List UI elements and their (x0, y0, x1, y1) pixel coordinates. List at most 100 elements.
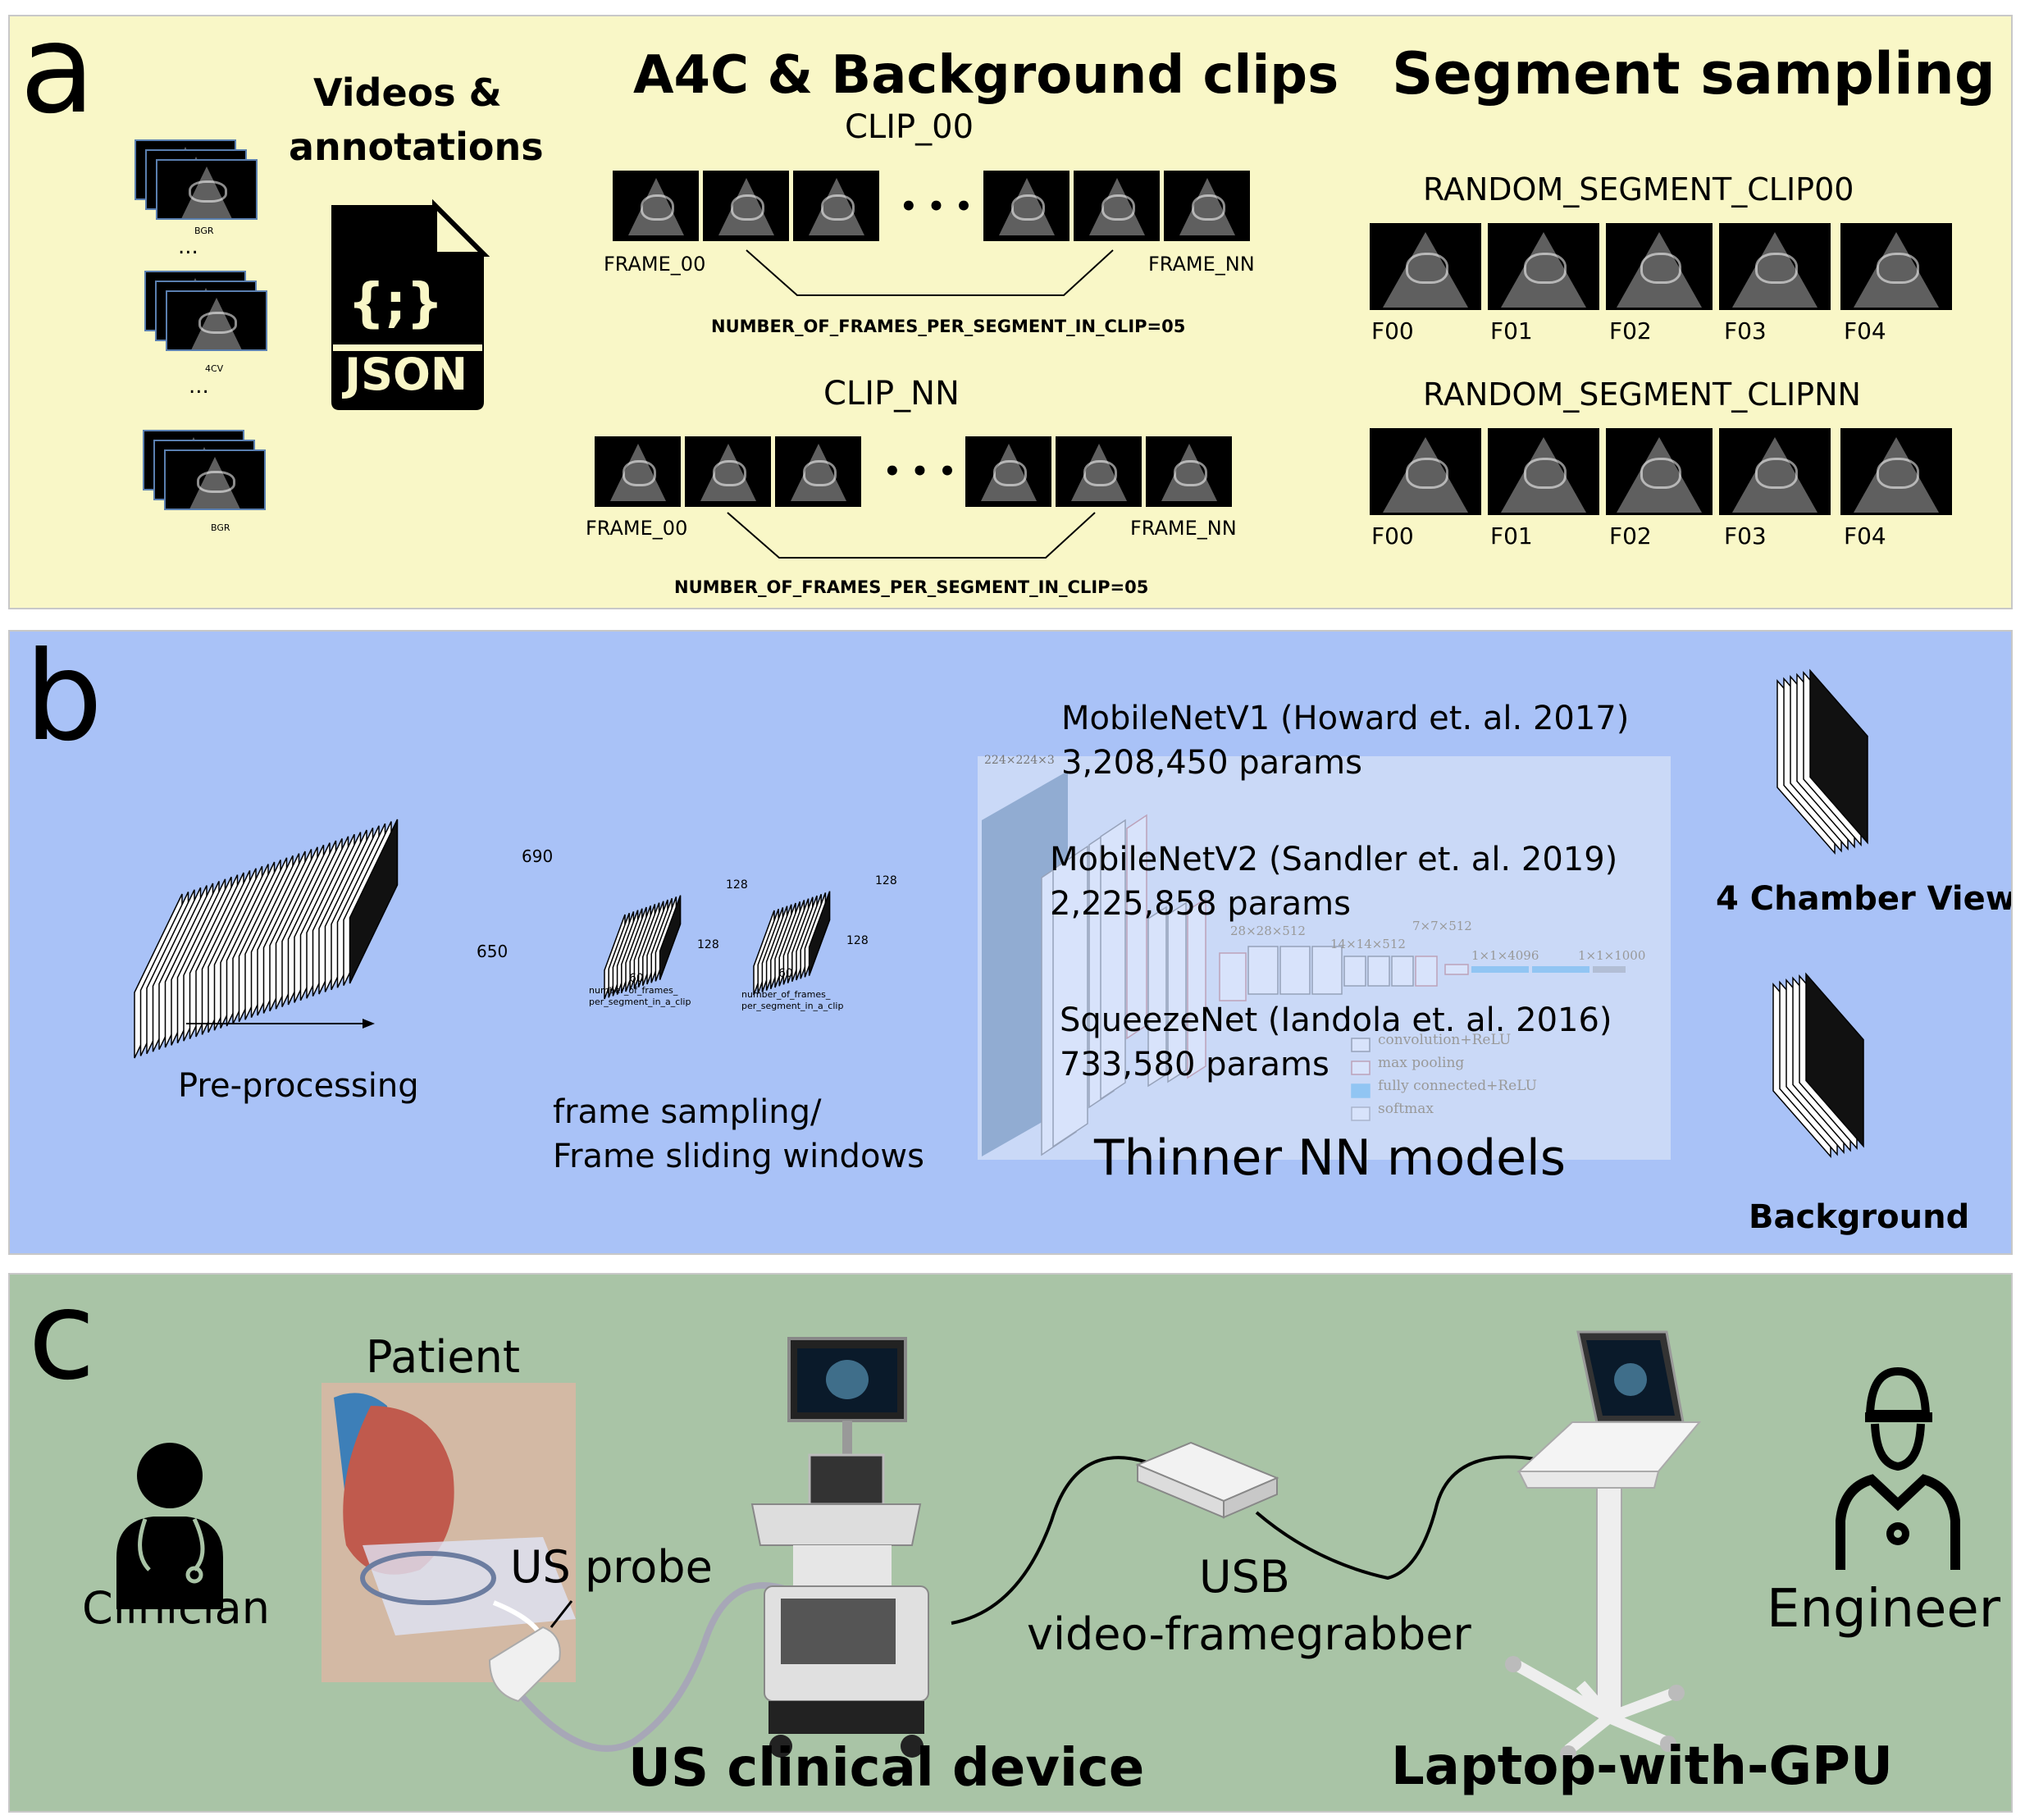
stack-ellipsis-2: ... (189, 374, 209, 399)
clipnn-frame (775, 436, 861, 507)
sliding-window-stack-1 (604, 895, 682, 1000)
random-segment-00-label: RANDOM_SEGMENT_CLIP00 (1423, 171, 1854, 208)
segment-bracket-clipnn (727, 512, 1096, 559)
window1-label-line1: number_of_frames_ (589, 985, 678, 996)
clip00-frame (1164, 171, 1250, 241)
panel-letter-a: a (20, 15, 95, 141)
engineer-label: Engineer (1767, 1579, 2001, 1640)
clip00-dots: • • • (900, 190, 973, 223)
vgg-input-dim: 224×224×3 (984, 754, 1055, 767)
clipnn-frames-per-segment: NUMBER_OF_FRAMES_PER_SEGMENT_IN_CLIP=05 (674, 577, 1149, 597)
window1-label-line2: per_segment_in_a_clip (589, 997, 691, 1007)
clip00-frame-last-label: FRAME_NN (1148, 253, 1255, 276)
sliding-window-stack-2 (753, 891, 831, 996)
clinician-label: Clinician (82, 1582, 270, 1634)
panel-letter-b: b (25, 630, 103, 769)
dim-650: 650 (477, 942, 509, 961)
segment00-f2: F02 (1609, 317, 1652, 344)
class-background-stack (1772, 972, 1864, 1158)
legend-maxpool: max pooling (1378, 1055, 1465, 1071)
segmentnn-f1: F01 (1490, 522, 1533, 550)
segmentnn-frame (1719, 428, 1831, 515)
clip00-frame (793, 171, 879, 241)
clipnn-frame (965, 436, 1051, 507)
vgg-fc2-dim: 1×1×1000 (1578, 948, 1646, 963)
stack-frame-image (659, 895, 682, 980)
model-2-name: MobileNetV2 (Sandler et. al. 2019) (1050, 841, 1618, 878)
segmentnn-f3: F03 (1724, 522, 1767, 550)
clipnn-frame (685, 436, 771, 507)
model-3-params: 733,580 params (1060, 1046, 1329, 1083)
json-glyph: {;} (348, 273, 444, 334)
device-cable (951, 1456, 1151, 1625)
panel-b: b 690 650 Pre-processing 128 128 60 numb… (8, 630, 2013, 1255)
laptop-cart-icon (1505, 1330, 1702, 1762)
clip00-frame (613, 171, 699, 241)
usb-cable (1255, 1455, 1536, 1581)
segment00-frame (1606, 223, 1713, 310)
clip00-frame (983, 171, 1070, 241)
legend-fc: fully connected+ReLU (1378, 1078, 1537, 1094)
panel-c-graphics (116, 1330, 1960, 1762)
stack-frame-image (808, 891, 831, 976)
json-file-icon (331, 198, 490, 410)
clips-title: A4C & Background clips (633, 45, 1339, 106)
probe-label: US probe (510, 1541, 713, 1593)
clipnn-frame (1056, 436, 1142, 507)
model-1-params: 3,208,450 params (1061, 744, 1362, 782)
stack-label-3: BGR (211, 522, 230, 533)
class-background-label: Background (1749, 1198, 1970, 1236)
segmentnn-frame (1488, 428, 1599, 515)
segmentnn-f0: F00 (1371, 522, 1414, 550)
clip00-frame-first-label: FRAME_00 (604, 253, 706, 276)
preprocessing-label: Pre-processing (178, 1067, 419, 1105)
engineer-icon (1836, 1366, 1960, 1570)
segment00-frame (1840, 223, 1952, 310)
segment00-f0: F00 (1371, 317, 1414, 344)
window2-label-line2: per_segment_in_a_clip (741, 1001, 844, 1011)
dim-690: 690 (522, 846, 554, 866)
stack-label-1: BGR (194, 226, 214, 236)
clipnn-frame (1146, 436, 1232, 507)
network-architecture-figure (978, 756, 1671, 1160)
segmentnn-f4: F04 (1844, 522, 1886, 550)
usb-label-line2: video-framegrabber (1027, 1608, 1471, 1660)
segment00-frame (1370, 223, 1481, 310)
clip00-frame (1074, 171, 1160, 241)
vgg-28-dim: 28×28×512 (1230, 924, 1306, 938)
segmentnn-frame (1370, 428, 1481, 515)
random-segment-nn-label: RANDOM_SEGMENT_CLIPNN (1423, 376, 1861, 413)
clipnn-frame-last-label: FRAME_NN (1130, 517, 1237, 540)
model-2-params: 2,225,858 params (1050, 885, 1351, 923)
window1-dim-128a: 128 (726, 878, 748, 892)
videos-title-line2: annotations (289, 125, 544, 169)
window2-dim-128a: 128 (875, 874, 897, 887)
usb-label-line1: USB (1199, 1551, 1290, 1603)
clipnn-frame (595, 436, 681, 507)
segment-bracket-clip00 (746, 249, 1114, 296)
framegrabber-icon (1135, 1441, 1279, 1519)
window1-dim-60: 60 (629, 972, 644, 985)
segmentnn-frame (1840, 428, 1952, 515)
patient-label: Patient (366, 1331, 521, 1383)
vgg-7-dim: 7×7×512 (1412, 919, 1472, 933)
panel-b-graphics (134, 668, 1868, 1160)
segmentnn-frame (1606, 428, 1713, 515)
device-label: US clinical device (628, 1738, 1145, 1799)
frame-sampling-line1: frame sampling/ (553, 1093, 822, 1131)
us-probe-icon (488, 1600, 573, 1703)
segment00-f1: F01 (1490, 317, 1533, 344)
stack-frame-image (1809, 668, 1868, 845)
clip00-frame (703, 171, 789, 241)
stack-ellipsis-1: ... (178, 235, 198, 259)
window2-dim-60: 60 (778, 967, 793, 980)
frame-sampling-line2: Frame sliding windows (553, 1138, 924, 1175)
segment00-frame (1488, 223, 1599, 310)
model-1-name: MobileNetV1 (Howard et. al. 2017) (1061, 700, 1630, 737)
stack-label-2: 4CV (205, 363, 224, 374)
segmentnn-f2: F02 (1609, 522, 1652, 550)
panel-letter-c: c (28, 1273, 96, 1407)
clip-00-label: CLIP_00 (845, 108, 974, 146)
panel-c: c Clinician Patient US probe US clinical… (8, 1273, 2013, 1813)
clinician-icon (116, 1443, 223, 1609)
